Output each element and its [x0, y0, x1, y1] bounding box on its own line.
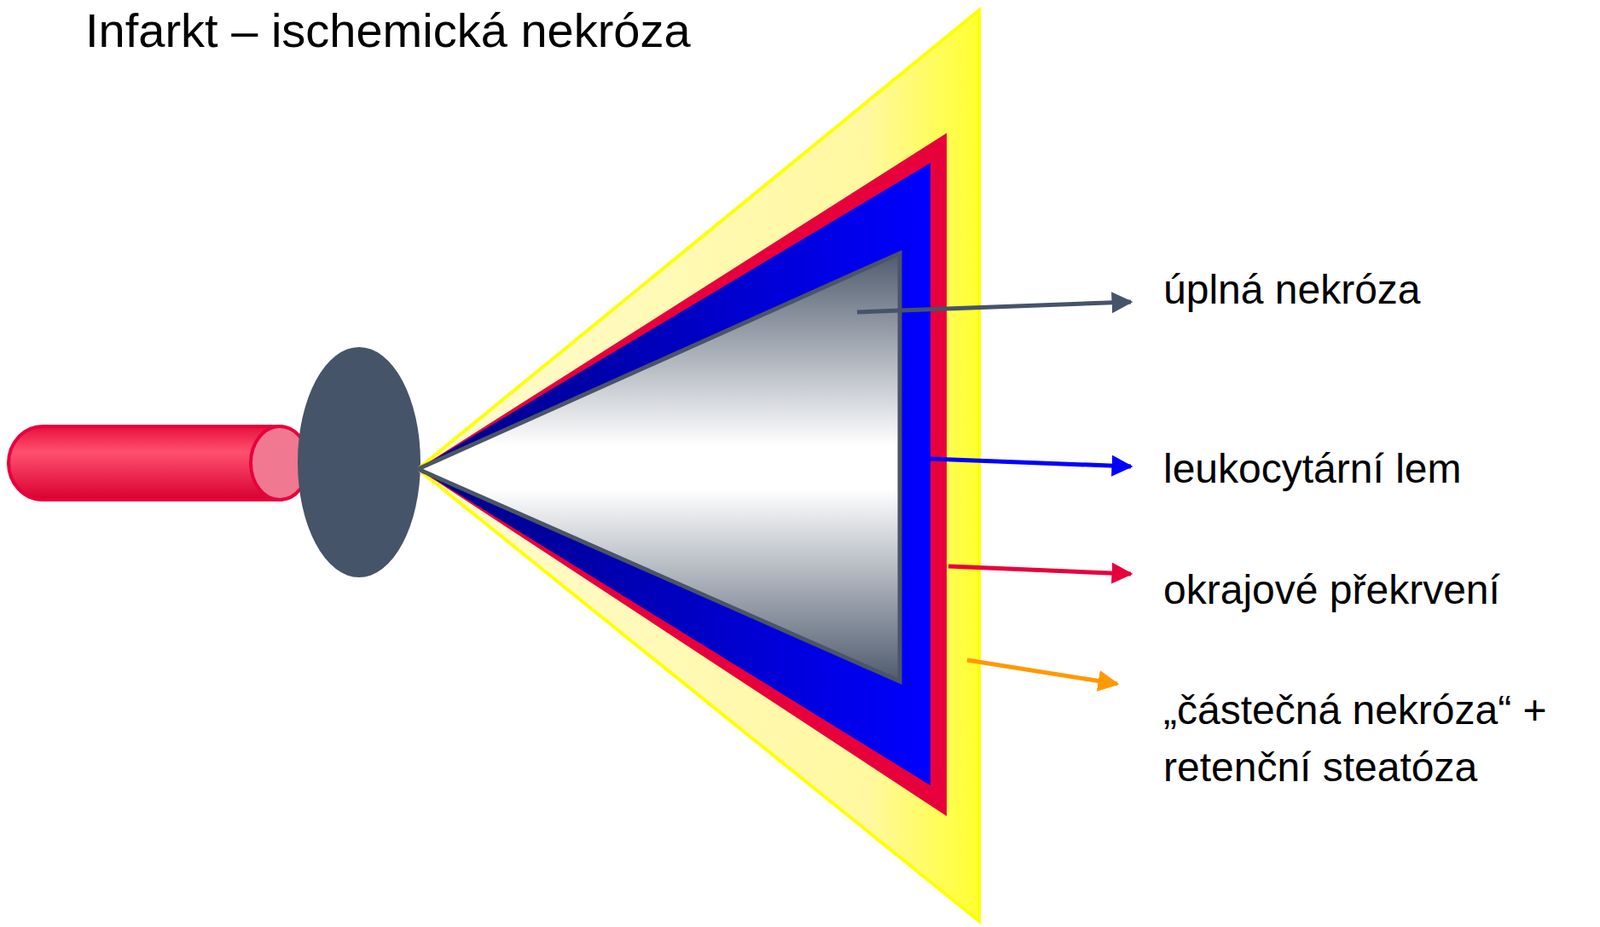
leader-arrow	[930, 458, 1131, 467]
zone-label: úplná nekróza	[1163, 265, 1421, 315]
leukocyte-zone	[417, 162, 931, 786]
zone-label: „částečná nekróza“ + retenční steatóza	[1163, 681, 1590, 796]
hyperemia-zone	[417, 133, 947, 817]
leader-arrow	[967, 660, 1118, 685]
zone-label: leukocytární lem	[1163, 444, 1461, 494]
necrosis-core	[417, 253, 900, 682]
leader-arrow	[857, 301, 1131, 313]
leader-arrow	[948, 566, 1131, 574]
artery	[8, 426, 309, 500]
embolus	[297, 347, 421, 578]
diagram-title: Infarkt – ischemická nekróza	[85, 1, 691, 59]
partial-necrosis-zone	[417, 10, 980, 922]
zone-label: okrajové překrvení	[1163, 565, 1501, 615]
